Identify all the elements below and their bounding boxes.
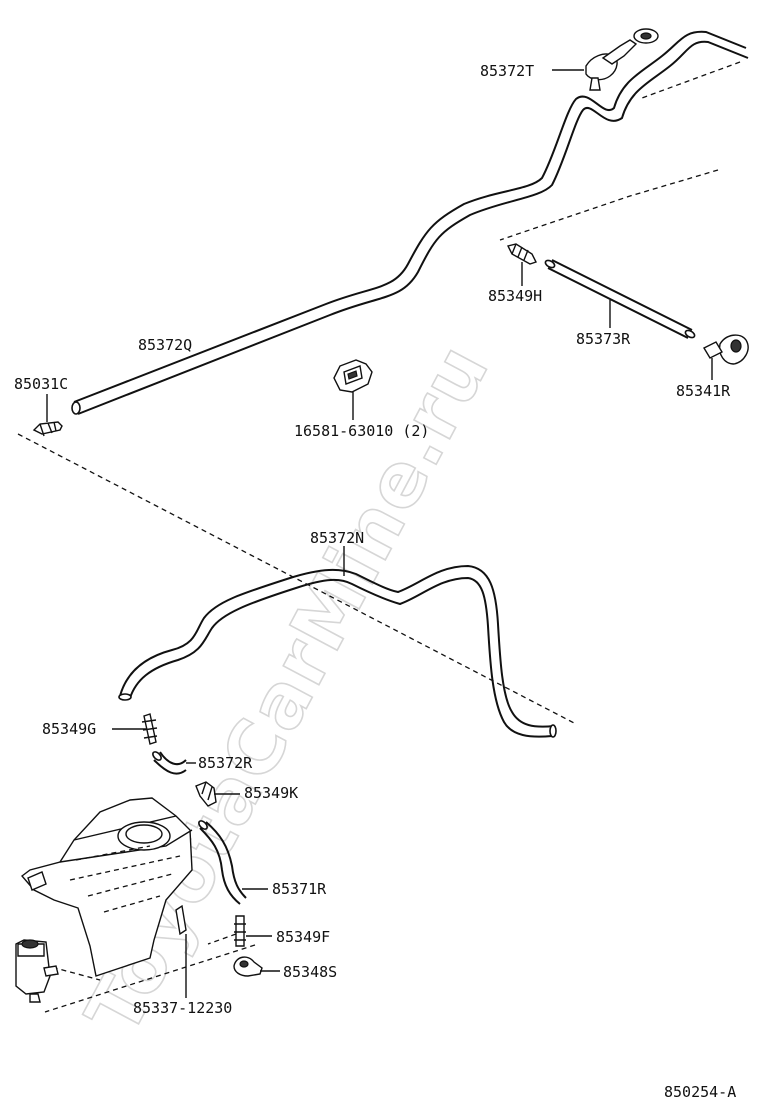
hose-85372Q <box>71 30 749 415</box>
part-labels: 85372T 85372Q 85031C 16581-63010 (2) 853… <box>14 62 736 1101</box>
figure-number: 850254-A <box>664 1083 736 1101</box>
joint-85349F <box>234 915 272 947</box>
label-85337-12230: 85337-12230 <box>133 999 232 1017</box>
grommet-85348S <box>233 956 280 977</box>
nozzle-85341R <box>703 334 749 380</box>
hose-85372R <box>152 751 196 775</box>
label-85373R: 85373R <box>576 330 631 348</box>
label-85349K: 85349K <box>244 784 298 802</box>
label-85341R: 85341R <box>676 382 731 400</box>
hose-85373R <box>544 259 696 339</box>
label-85349F: 85349F <box>276 928 330 946</box>
joint-85349K <box>195 781 240 807</box>
joint-85349H <box>506 243 537 286</box>
washer-tank <box>20 797 193 998</box>
joint-85031C <box>32 394 63 437</box>
label-85372Q: 85372Q <box>138 336 192 354</box>
label-85371R: 85371R <box>272 880 327 898</box>
label-85348S: 85348S <box>283 963 337 981</box>
label-16581-63010: 16581-63010 (2) <box>294 422 429 440</box>
nozzle-85372T <box>552 28 659 91</box>
washer-pump <box>15 939 59 1003</box>
hose-85371R <box>198 820 268 905</box>
dashed-reference-lines <box>17 61 741 1013</box>
label-85031C: 85031C <box>14 375 68 393</box>
label-85372R: 85372R <box>198 754 253 772</box>
clamp-16581-63010 <box>333 359 373 420</box>
joint-85349G <box>112 713 158 745</box>
label-85349G: 85349G <box>42 720 96 738</box>
label-85372N: 85372N <box>310 529 364 547</box>
label-85372T: 85372T <box>480 62 534 80</box>
label-85349H: 85349H <box>488 287 542 305</box>
hose-85372N <box>118 546 557 738</box>
